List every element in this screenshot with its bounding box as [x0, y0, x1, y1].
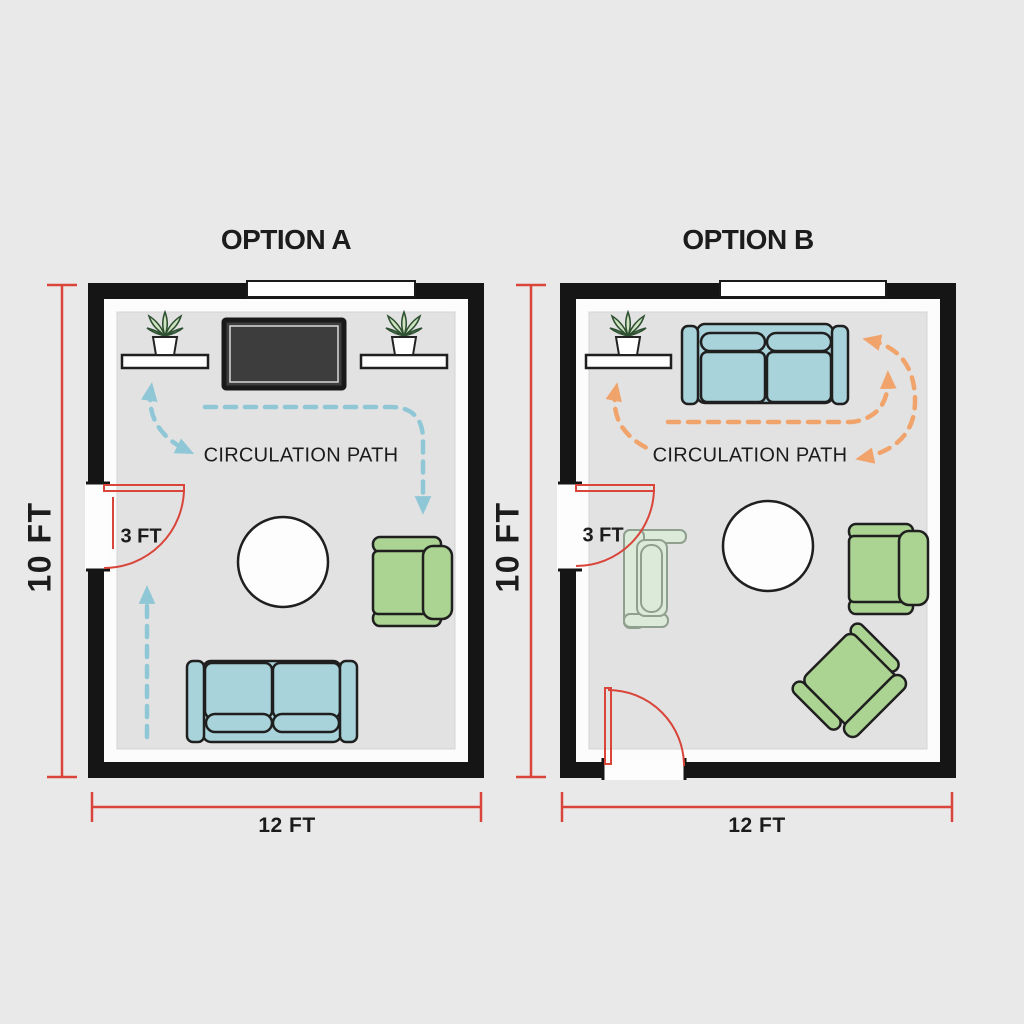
plan-b-door-opening-bottom [603, 760, 685, 780]
plan-b-width-label: 12 FT [728, 814, 786, 837]
plan-b-height-label: 10 FT [489, 501, 526, 593]
dimension-width-a [90, 792, 483, 822]
circulation-path-a [138, 382, 432, 740]
plan-a-circulation-label: CIRCULATION PATH [203, 444, 399, 467]
wall-shelf-right [359, 353, 449, 370]
plan-a-door-label: 3 FT [120, 525, 162, 548]
plan-b-window [719, 280, 887, 298]
coffee-table [236, 515, 330, 609]
dimension-height-b [516, 283, 546, 779]
plan-b-door-opening-left [557, 483, 578, 570]
armchair [847, 522, 930, 616]
dimension-height-a [47, 283, 77, 779]
plan-a-height-label: 10 FT [21, 501, 58, 593]
plan-a-door-opening [85, 483, 106, 570]
armchair [371, 535, 454, 628]
plan-a-window [246, 280, 416, 298]
loveseat-sofa [185, 659, 359, 744]
plan-b-room [557, 280, 956, 780]
door-left [103, 484, 185, 569]
tv [221, 317, 347, 391]
plan-a-title: OPTION A [220, 224, 352, 255]
plan-a-width-label: 12 FT [258, 814, 316, 837]
circulation-path-b [605, 334, 918, 464]
dimension-width-b [560, 792, 954, 822]
chaise-ghosted [623, 529, 687, 629]
wall-shelf [584, 353, 673, 370]
armchair-angled [791, 622, 908, 739]
door-bottom [604, 687, 685, 767]
plan-b-title: OPTION B [682, 224, 814, 255]
coffee-table [721, 499, 815, 593]
plan-a-room [85, 280, 484, 778]
loveseat-sofa [680, 322, 850, 406]
plan-b-door-label: 3 FT [582, 524, 624, 547]
wall-shelf-left [120, 353, 210, 370]
plan-b-circulation-label: CIRCULATION PATH [652, 444, 848, 467]
door-left [575, 484, 655, 567]
